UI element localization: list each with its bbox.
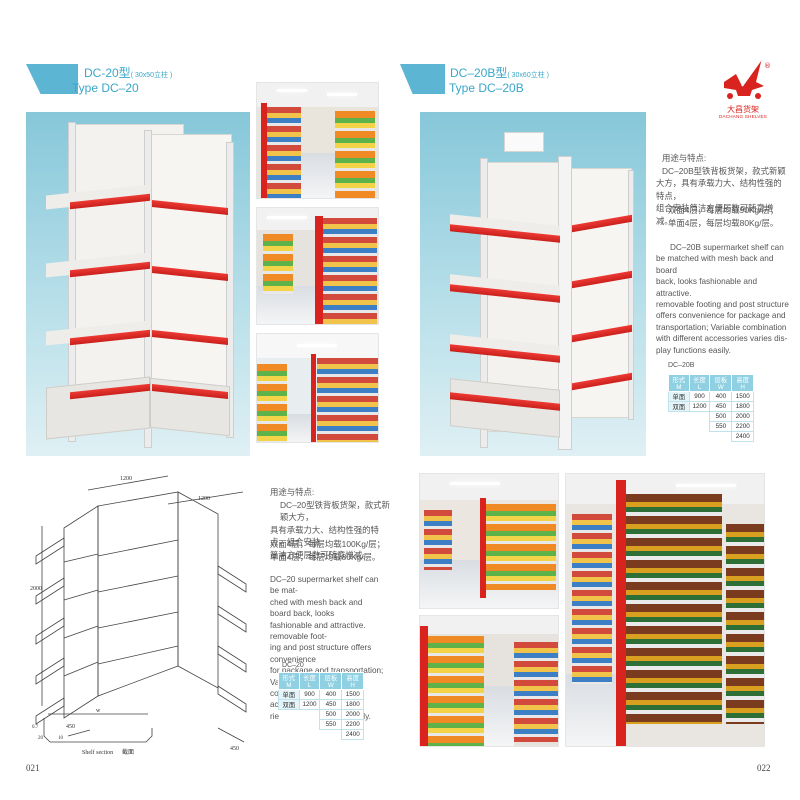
dc20-product-image [26,112,250,456]
right-desc-line: offers convenience for package and [656,311,786,321]
right-title-cn: DC–20B型( 30x60立柱 ) [450,66,549,80]
left-usage-line: 具有承载力大、结构性强的特点，组合安装 [270,524,379,548]
page-number-left: 021 [26,763,40,773]
table-header: 长度L [688,374,711,392]
header-tab-left [26,64,78,94]
table-header: 层板W [319,672,343,690]
dim-depth-2: 450 [230,746,239,752]
page-number-right: 022 [757,763,771,773]
logo-text-cn: 大昌货架 [727,105,759,114]
table-header: 高度H [341,672,364,690]
store-photo-1 [256,82,379,199]
right-capacity-block: 双面4层，每层均载90Kg/层； 单面4层，每层均载80Kg/层。 [668,204,788,229]
right-table-model: DC–20B [668,362,695,369]
dim-top-1: 1200 [120,476,132,482]
right-desc-line: with different accessories varies dis- [656,334,788,344]
store-photo-6 [565,473,765,747]
right-desc-line: play functions easily. [656,345,731,355]
right-usage-block: 用途与特点: DC–20B型铁背板货架，款式新颖 大方，具有承载力大、结构性强的… [656,152,786,228]
left-usage-heading: 用途与特点: [270,487,315,497]
dim-depth: 450 [66,724,75,730]
table-row: 2400 [278,729,364,740]
dim-top-2: 1200 [198,496,210,502]
left-capacity-line: 双面4层，每层均载100Kg/层； [270,539,385,549]
right-desc-en: DC–20B supermarket shelf can be matched … [656,242,790,356]
dc20b-product-image [420,112,646,456]
right-desc-line: transportation; Variable combination [656,322,787,332]
left-title-en: Type DC–20 [72,81,139,95]
left-usage-line: DC–20型铁背板货架，款式新颖大方， [280,499,390,523]
left-usage-line: 简洁方便层数可随意增减。 [270,549,371,560]
right-usage-line: 组合安装简洁方便层数可随意增减。 [656,203,774,226]
right-title-en: Type DC–20B [449,81,524,95]
table-header: 形式M [278,672,300,690]
section-caption-cn: 截面 [122,748,134,756]
dc20-technical-drawing: 1200 1200 2000 450 450 w 0.7 20 10 Shelf… [30,475,247,756]
store-photo-2 [256,207,379,325]
dachang-logo-icon: ® [724,57,771,99]
left-desc-line: fashionable and attractive. removable fo… [270,620,366,642]
table-header: 形式M [668,374,690,392]
left-usage-block: 用途与特点: DC–20型铁背板货架，款式新颖大方， 具有承载力大、结构性强的特… [270,486,390,562]
right-capacity-line: 单面4层，每层均载80Kg/层。 [668,217,779,228]
right-desc-line: removable footing and post structure [656,300,789,310]
right-capacity-line: 双面4层，每层均载90Kg/层； [668,205,779,215]
right-desc-line: back, looks fashionable and attractive. [656,277,758,298]
left-capacity-block: 双面4层，每层均载100Kg/层； 单面4层，每层均载80Kg/层。 [270,538,390,563]
dim-height: 2000 [30,586,42,592]
left-table-model: DC–20 [282,662,304,669]
left-desc-line: DC–20 supermarket shelf can be mat- [270,575,379,596]
left-title-cn: DC-20型( 30x50立柱 ) [84,66,173,80]
section-h: 0.7 [32,725,39,730]
section-20: 20 [38,736,44,741]
logo-registered-mark: ® [764,62,771,70]
right-usage-heading: 用途与特点: [662,153,707,163]
section-caption: Shelf section [82,749,113,756]
left-desc-line: ched with mesh back and board back, look… [270,597,363,619]
right-desc-line: DC–20B supermarket shelf can [670,243,784,252]
logo-text-en: DACHANG SHELVES [718,114,768,119]
section-w: w [96,708,101,714]
table-header: 层板W [709,374,733,392]
store-photo-4 [419,473,559,609]
table-header: 高度H [731,374,754,392]
right-usage-line: 大方，具有承载力大、结构性强的特点， [656,178,782,201]
header-tab-right [400,64,445,94]
table-row: 2400 [668,431,754,442]
store-photo-5 [419,615,559,747]
right-desc-line: be matched with mesh back and board [656,254,774,275]
left-desc-line: ing and post structure offers convenienc… [270,643,372,664]
section-10: 10 [58,736,64,741]
left-capacity-line: 单面4层，每层均载80Kg/层。 [270,551,381,562]
right-usage-line: DC–20B型铁背板货架，款式新颖 [662,165,786,176]
store-photo-3 [256,333,379,443]
table-header: 长度L [298,672,321,690]
